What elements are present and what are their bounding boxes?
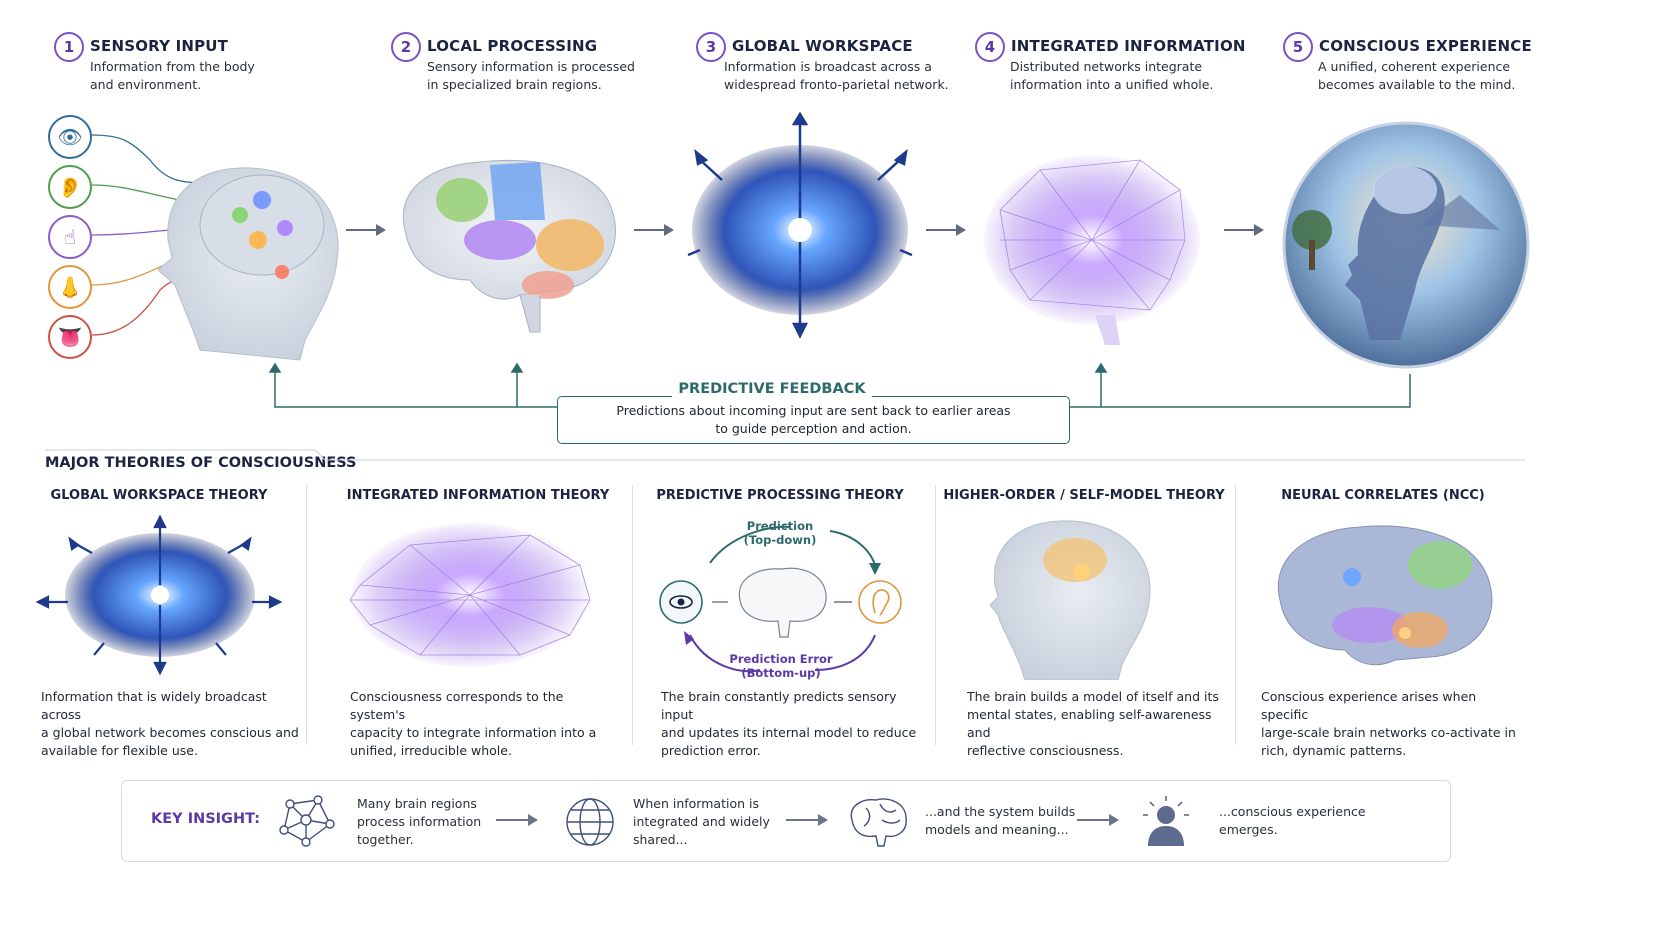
stage-title: GLOBAL WORKSPACE [732, 37, 913, 55]
prediction-top-label: Prediction (Top-down) [730, 519, 830, 547]
insight-arrow [786, 814, 828, 826]
prediction-error-line: Prediction Error [729, 652, 833, 666]
column-divider [935, 485, 936, 745]
flow-arrow [346, 224, 386, 236]
theory-desc-line: a global network becomes conscious and [41, 725, 299, 740]
flow-arrow [1224, 224, 1264, 236]
stage-number: 2 [391, 32, 421, 62]
insight-step-line: together. [357, 832, 414, 847]
insight-step-line: When information is [633, 796, 759, 811]
theory-desc-line: Information that is widely broadcast acr… [41, 689, 267, 722]
stage-number: 1 [54, 32, 84, 62]
tongue-icon: 👅 [48, 315, 92, 359]
eye-icon: 👁 [48, 115, 92, 159]
theory-desc: Consciousness corresponds to the system'… [350, 688, 610, 760]
globe-icon [566, 798, 614, 846]
ear-icon: 👂 [48, 165, 92, 209]
theories-heading: MAJOR THEORIES OF CONSCIOUSNESS [45, 455, 357, 471]
theory-title: HIGHER-ORDER / SELF-MODEL THEORY [943, 488, 1225, 503]
insight-step: ...and the system builds models and mean… [925, 803, 1075, 839]
insight-step: When information is integrated and widel… [633, 795, 770, 849]
theory-desc-line: Consciousness corresponds to the system'… [350, 689, 564, 722]
insight-step-line: ...and the system builds [925, 804, 1076, 819]
theory-desc-line: reflective consciousness. [967, 743, 1124, 758]
prediction-error-label: Prediction Error (Bottom-up) [725, 652, 837, 680]
feedback-line: to guide perception and action. [715, 421, 912, 436]
theory-desc-line: unified, irreducible whole. [350, 743, 512, 758]
stage-desc-line: A unified, coherent experience [1318, 59, 1511, 74]
theory-title: GLOBAL WORKSPACE THEORY [50, 488, 268, 503]
key-insight-panel [121, 780, 1451, 862]
theory-title: NEURAL CORRELATES (NCC) [1281, 488, 1485, 503]
stage-desc-line: Information is broadcast across a [724, 59, 932, 74]
insight-step-line: emerges. [1219, 822, 1278, 837]
insight-step: Many brain regions process information t… [357, 795, 481, 849]
theory-desc-line: The brain constantly predicts sensory in… [661, 689, 897, 722]
stage-desc-line: Information from the body [90, 59, 255, 74]
column-divider [632, 485, 633, 745]
theory-desc-line: Conscious experience arises when specifi… [1261, 689, 1477, 722]
theory-desc-line: and updates its internal model to reduce [661, 725, 917, 740]
insight-step-line: shared... [633, 832, 688, 847]
stage-desc-line: information into a unified whole. [1010, 77, 1214, 92]
stage-title: SENSORY INPUT [90, 37, 229, 55]
insight-icons [279, 795, 1189, 847]
stage-desc-line: Distributed networks integrate [1010, 59, 1203, 74]
person-icon [1143, 796, 1189, 846]
theory-desc-line: capacity to integrate information into a [350, 725, 597, 740]
prediction-error-line: (Bottom-up) [741, 666, 821, 680]
column-divider [1235, 485, 1236, 745]
nose-icon: 👃 [48, 265, 92, 309]
network-icon [279, 795, 335, 847]
stage-desc-line: in specialized brain regions. [427, 77, 602, 92]
feedback-lines [268, 362, 1411, 408]
theory-desc-line: mental states, enabling self-awareness a… [967, 707, 1212, 740]
prediction-top-line: Prediction [746, 519, 814, 533]
stage-title: CONSCIOUS EXPERIENCE [1319, 37, 1532, 55]
stage-desc-line: and environment. [90, 77, 202, 92]
brain-icon [850, 798, 907, 847]
insight-arrow [496, 814, 538, 826]
theory-desc: The brain constantly predicts sensory in… [661, 688, 921, 760]
theory-desc-line: The brain builds a model of itself and i… [967, 689, 1219, 704]
column-divider [306, 485, 307, 745]
stage-title: LOCAL PROCESSING [427, 37, 598, 55]
prediction-top-line: (Top-down) [743, 533, 817, 547]
insight-arrow [1077, 814, 1119, 826]
stage-title: INTEGRATED INFORMATION [1011, 37, 1246, 55]
theory-desc: The brain builds a model of itself and i… [967, 688, 1227, 760]
insight-step-line: process information [357, 814, 482, 829]
flow-arrow [634, 224, 674, 236]
theory-desc-line: rich, dynamic patterns. [1261, 743, 1407, 758]
hand-icon: ☝ [48, 215, 92, 259]
stage-number: 4 [975, 32, 1005, 62]
theory-title: PREDICTIVE PROCESSING THEORY [656, 488, 904, 503]
insight-step-line: ...conscious experience [1219, 804, 1366, 819]
feedback-line: Predictions about incoming input are sen… [616, 403, 1011, 418]
theory-title: INTEGRATED INFORMATION THEORY [346, 488, 610, 503]
stage-desc-line: becomes available to the mind. [1318, 77, 1516, 92]
stage-desc-line: Sensory information is processed [427, 59, 635, 74]
stage-number: 5 [1283, 32, 1313, 62]
theory-desc-line: available for flexible use. [41, 743, 198, 758]
stage-illustrations [91, 111, 1530, 369]
theories-divider [45, 449, 1525, 461]
theory-desc-line: prediction error. [661, 743, 761, 758]
insight-step-line: Many brain regions [357, 796, 477, 811]
theory-desc: Information that is widely broadcast acr… [41, 688, 301, 760]
stage-desc-line: widespread fronto-parietal network. [724, 77, 949, 92]
theory-desc-line: large-scale brain networks co-activate i… [1261, 725, 1516, 740]
theory-desc: Conscious experience arises when specifi… [1261, 688, 1521, 760]
stage-number: 3 [696, 32, 726, 62]
key-insight-label: KEY INSIGHT: [151, 811, 260, 827]
feedback-title: PREDICTIVE FEEDBACK [672, 381, 872, 397]
insight-step-line: integrated and widely [633, 814, 770, 829]
flow-arrow [926, 224, 966, 236]
theory-illustrations [35, 514, 1493, 680]
insight-step-line: models and meaning... [925, 822, 1069, 837]
insight-step: ...conscious experience emerges. [1219, 803, 1366, 839]
feedback-box: Predictions about incoming input are sen… [557, 396, 1070, 444]
